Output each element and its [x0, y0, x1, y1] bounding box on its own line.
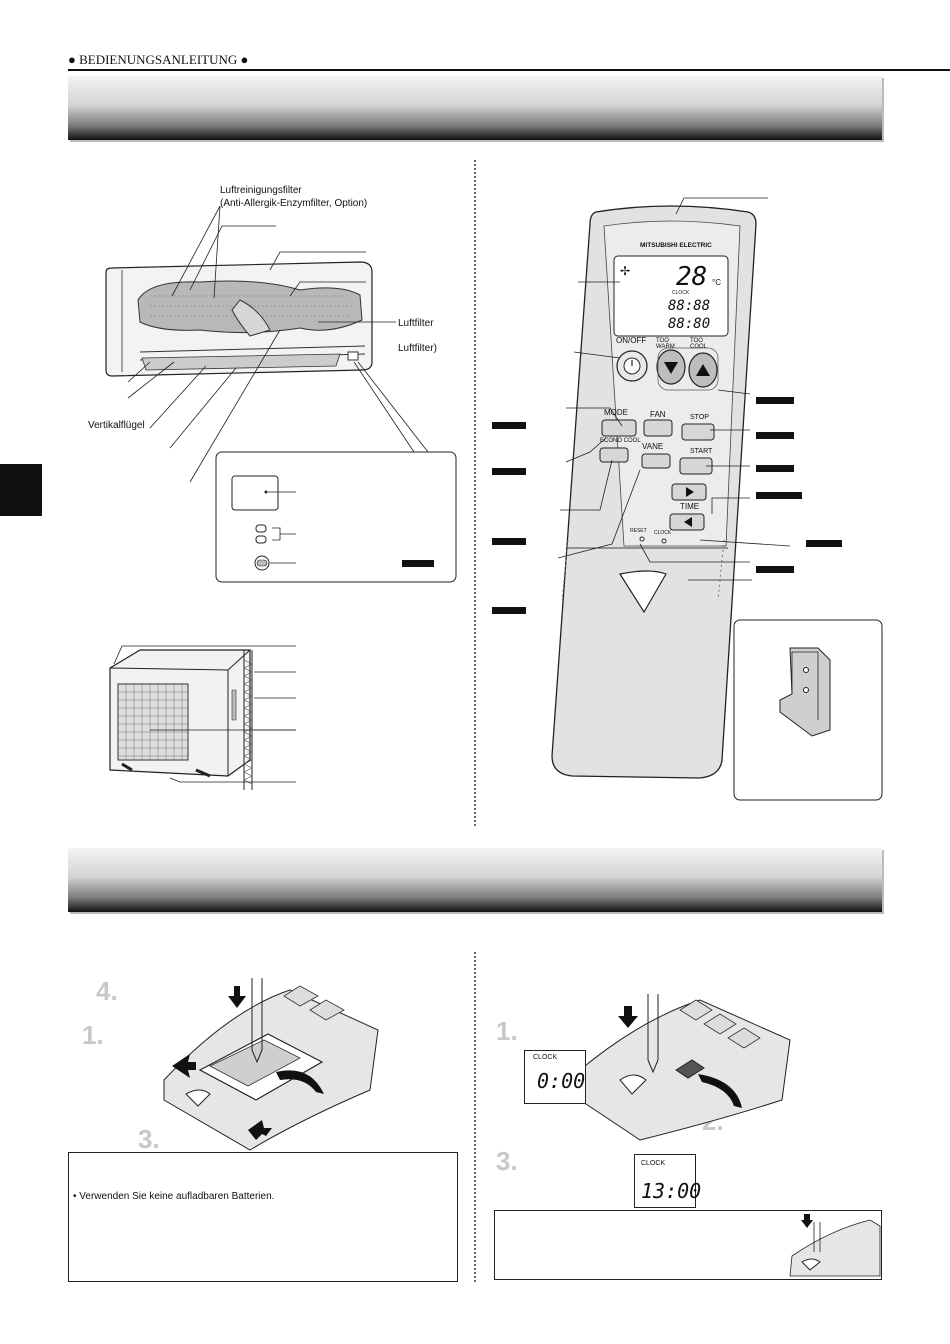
column-divider-bottom — [474, 952, 476, 1282]
onoff-button-label[interactable]: ON/OFF — [616, 336, 647, 345]
mode-button-label[interactable]: MODE — [604, 408, 628, 417]
clock-display-set-label: CLOCK — [641, 1160, 666, 1167]
battery-notes-box: • Verwenden Sie keine aufladbaren Batter… — [68, 1152, 458, 1282]
column-divider-top — [474, 160, 476, 826]
battery-note-text: • Verwenden Sie keine aufladbaren Batter… — [73, 1191, 275, 1202]
label-purifying-filter-sub: (Anti-Allergik-Enzymfilter, Option) — [220, 198, 368, 209]
clock-display-blinking-value: 0:00 — [537, 1069, 586, 1093]
too-cool-label[interactable]: TOO COOL — [690, 338, 708, 350]
clock-step-3: 3. — [496, 1146, 518, 1176]
stop-button-label[interactable]: STOP — [690, 414, 709, 421]
fan-icon: ✢ — [620, 264, 631, 278]
clock-display-blinking: CLOCK 0:00 — [524, 1050, 586, 1104]
remote-lcd-temp-unit: °C — [712, 278, 721, 287]
clock-step-1: 1. — [496, 1016, 518, 1046]
label-air-filter: Luftfilter — [398, 318, 434, 329]
clock-display-set-value: 13:00 — [641, 1179, 702, 1203]
battery-step-4: 4. — [96, 976, 118, 1006]
label-purifying-filter: Luftreinigungsfilter — [220, 185, 302, 196]
vane-button-label[interactable]: VANE — [642, 442, 664, 451]
battery-step-3: 3. — [138, 1124, 160, 1154]
section-band-preparation — [68, 848, 882, 912]
fan-button-label[interactable]: FAN — [650, 410, 666, 419]
label-vertical-vane: Vertikalflügel — [88, 420, 145, 431]
reset-button-label[interactable]: RESET — [630, 528, 647, 534]
econo-cool-button-label[interactable]: ECONO COOL — [600, 438, 641, 444]
remote-lcd-time1: 88:88 — [668, 298, 711, 314]
clock-notes-box — [494, 1210, 882, 1280]
chapter-tab — [0, 464, 42, 516]
label-air-filter-sub: Luftfilter) — [398, 343, 437, 354]
remote-brand-label: MITSUBISHI ELECTRIC — [640, 242, 712, 249]
clock-button-label[interactable]: CLOCK — [654, 530, 672, 536]
start-button-label[interactable]: START — [690, 448, 713, 455]
remote-lcd-clock: CLOCK — [672, 290, 690, 296]
manual-header: ● BEDIENUNGSANLEITUNG ● — [68, 52, 249, 67]
remote-lcd-temperature: 28 — [676, 262, 708, 292]
time-button-label[interactable]: TIME — [680, 502, 700, 511]
header-rule — [68, 69, 950, 71]
battery-step-1: 1. — [82, 1020, 104, 1050]
clock-display-blinking-label: CLOCK — [533, 1054, 558, 1061]
too-warm-label[interactable]: TOO WARM — [656, 338, 675, 350]
clock-display-set: CLOCK 13:00 — [634, 1154, 701, 1208]
section-band-parts — [68, 76, 882, 140]
remote-lcd-time2: 88:80 — [668, 316, 711, 332]
